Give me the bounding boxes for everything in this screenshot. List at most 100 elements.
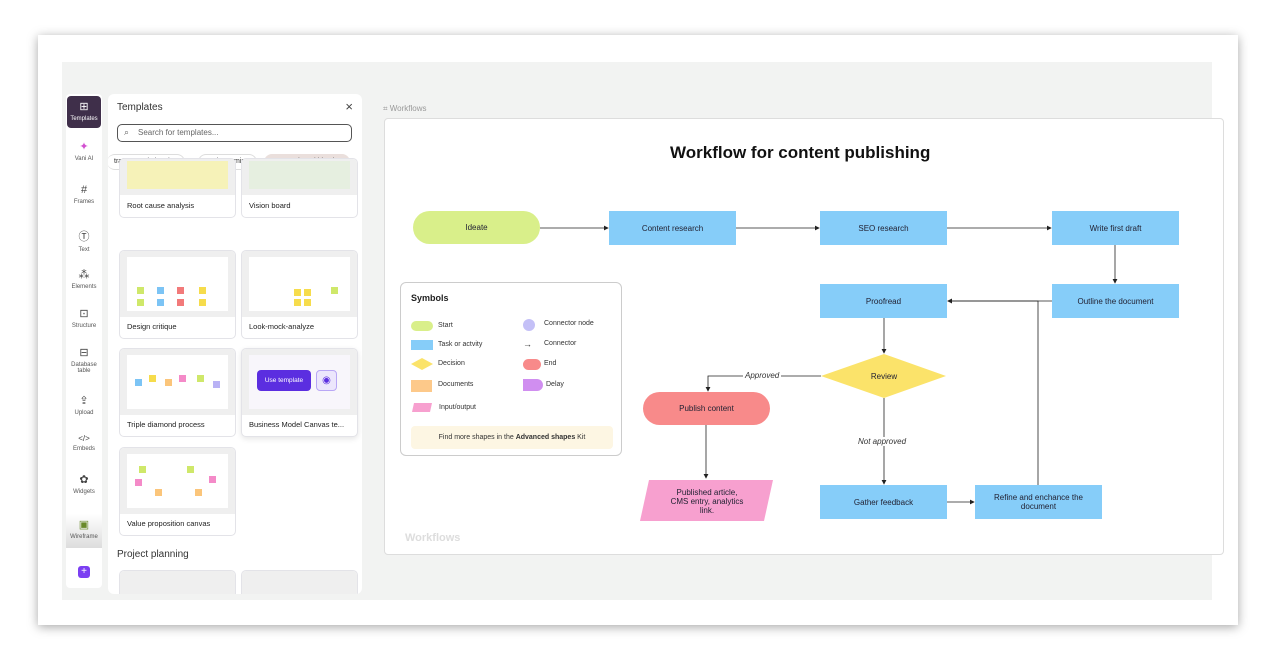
hint-text: Find more shapes in the (438, 434, 516, 441)
node-proofread[interactable]: Proofread (820, 284, 947, 318)
card-label: Look-mock-analyze (249, 322, 315, 331)
toolbar-label: Upload (74, 410, 94, 416)
search-icon: ⌕ (124, 127, 130, 137)
template-card[interactable]: Use template ◉ Business Model Canvas te.… (241, 348, 358, 437)
node-content-research[interactable]: Content research (609, 211, 736, 245)
symbols-legend: Symbols Start Task or actvity Decision D… (400, 282, 622, 456)
toolbar-database-table[interactable]: ⊟Database table (66, 346, 102, 374)
legend-documents: Documents (438, 381, 474, 388)
template-card[interactable]: Vision board (241, 158, 358, 218)
section-heading: Project planning (117, 549, 189, 560)
connector-node-shape (523, 319, 535, 331)
legend-connector: Connector (544, 340, 577, 347)
template-card[interactable]: Look-mock-analyze (241, 250, 358, 339)
use-template-button[interactable]: Use template (257, 370, 311, 391)
node-seo-research[interactable]: SEO research (820, 211, 947, 245)
delay-shape (523, 379, 543, 391)
node-ideate[interactable]: Ideate (413, 211, 540, 244)
wireframe-icon: ▣ (78, 519, 90, 531)
toolbar-text[interactable]: Ⓣ Text (66, 228, 102, 253)
card-label: Root cause analysis (127, 201, 195, 210)
toolbar-label: Widgets (73, 489, 95, 495)
close-icon[interactable]: × (345, 99, 353, 114)
card-label: Value proposition canvas (127, 519, 211, 528)
toolbar-label: Vani AI (74, 156, 94, 162)
legend-decision: Decision (438, 360, 465, 367)
widgets-icon: ✿ (79, 474, 89, 486)
documents-shape (411, 380, 432, 392)
advanced-shapes-link[interactable]: Advanced shapes (515, 434, 576, 441)
legend-connector-node: Connector node (544, 320, 594, 327)
legend-start: Start (438, 322, 453, 329)
toolbar-label: Structure (71, 323, 97, 329)
template-card[interactable]: Triple diamond process (119, 348, 236, 437)
edge-label-approved: Approved (743, 371, 782, 380)
template-card[interactable]: Design critique (119, 250, 236, 339)
node-published-output[interactable]: Published article, CMS entry, analytics … (670, 487, 744, 515)
edge-label-not-approved: Not approved (858, 437, 907, 446)
legend-delay: Delay (546, 381, 564, 388)
task-shape (411, 340, 433, 350)
add-button[interactable]: + (78, 566, 90, 578)
board-tab[interactable]: ⌗ Workflows (383, 104, 427, 113)
panel-title: Templates (117, 102, 163, 113)
structure-icon: ⊡ (79, 308, 89, 320)
toolbar-elements[interactable]: ⁂ Elements (66, 268, 102, 290)
toolbar-widgets[interactable]: ✿ Widgets (66, 473, 102, 495)
toolbar-label: Wireframe (70, 534, 98, 540)
toolbar-embeds[interactable]: </> Embeds (66, 434, 102, 452)
node-outline[interactable]: Outline the document (1052, 284, 1179, 318)
templates-icon: ⊞ (79, 101, 89, 113)
end-shape (523, 359, 541, 370)
frame-icon: # (80, 184, 88, 196)
legend-title: Symbols (411, 293, 449, 303)
templates-panel: Templates × ⌕Search for templates... tra… (108, 94, 362, 594)
node-gather-feedback[interactable]: Gather feedback (820, 485, 947, 519)
advanced-shapes-hint: Find more shapes in the Advanced shapes … (411, 426, 613, 449)
node-write-first-draft[interactable]: Write first draft (1052, 211, 1179, 245)
io-shape (412, 403, 432, 412)
card-label: Triple diamond process (127, 420, 205, 429)
board-watermark: Workflows (405, 532, 461, 544)
review-diamond (821, 354, 946, 398)
card-label: Design critique (127, 322, 177, 331)
embeds-icon: </> (78, 434, 90, 443)
left-toolbar: ⊞ Templates ✦ Vani AI # Frames Ⓣ Text ⁂ Eleme… (66, 94, 102, 588)
toolbar-wireframe[interactable]: ▣ Wireframe (66, 514, 102, 548)
toolbar-structure[interactable]: ⊡ Structure (66, 307, 102, 329)
template-card[interactable] (119, 570, 236, 594)
legend-end: End (544, 360, 557, 367)
text-icon: Ⓣ (78, 231, 90, 243)
search-input[interactable]: ⌕ Search for templates... (117, 124, 352, 142)
template-card[interactable] (241, 570, 358, 594)
toolbar-label: Frames (73, 199, 95, 205)
toolbar-label: Database table (71, 362, 97, 374)
preview-eye-icon[interactable]: ◉ (316, 370, 337, 391)
toolbar-label: Text (78, 247, 90, 253)
node-review[interactable]: Review (870, 371, 898, 381)
toolbar-label: Embeds (72, 446, 95, 452)
toolbar-label: Templates (70, 116, 98, 122)
template-card[interactable]: Root cause analysis (119, 158, 236, 218)
card-label: Vision board (249, 201, 291, 210)
legend-io: Input/output (439, 404, 476, 411)
published-parallelogram (640, 480, 773, 521)
elements-icon: ⁂ (78, 269, 90, 281)
decision-shape (411, 358, 433, 370)
search-placeholder: Search for templates... (138, 128, 219, 137)
toolbar-frames[interactable]: # Frames (66, 184, 102, 205)
node-publish-content[interactable]: Publish content (643, 392, 770, 425)
flowchart-title: Workflow for content publishing (670, 143, 931, 162)
toolbar-upload[interactable]: ⇪ Upload (66, 394, 102, 416)
upload-icon: ⇪ (79, 395, 89, 407)
toolbar-label: Elements (71, 284, 97, 290)
toolbar-vani-ai[interactable]: ✦ Vani AI (66, 140, 102, 162)
hint-text: Kit (575, 434, 586, 441)
sparkle-icon: ✦ (79, 141, 89, 153)
node-refine[interactable]: Refine and enchance the document (975, 485, 1102, 519)
start-shape (411, 321, 433, 331)
template-card[interactable]: Value proposition canvas (119, 447, 236, 536)
card-label: Business Model Canvas te... (249, 420, 345, 429)
toolbar-templates[interactable]: ⊞ Templates (67, 96, 101, 128)
